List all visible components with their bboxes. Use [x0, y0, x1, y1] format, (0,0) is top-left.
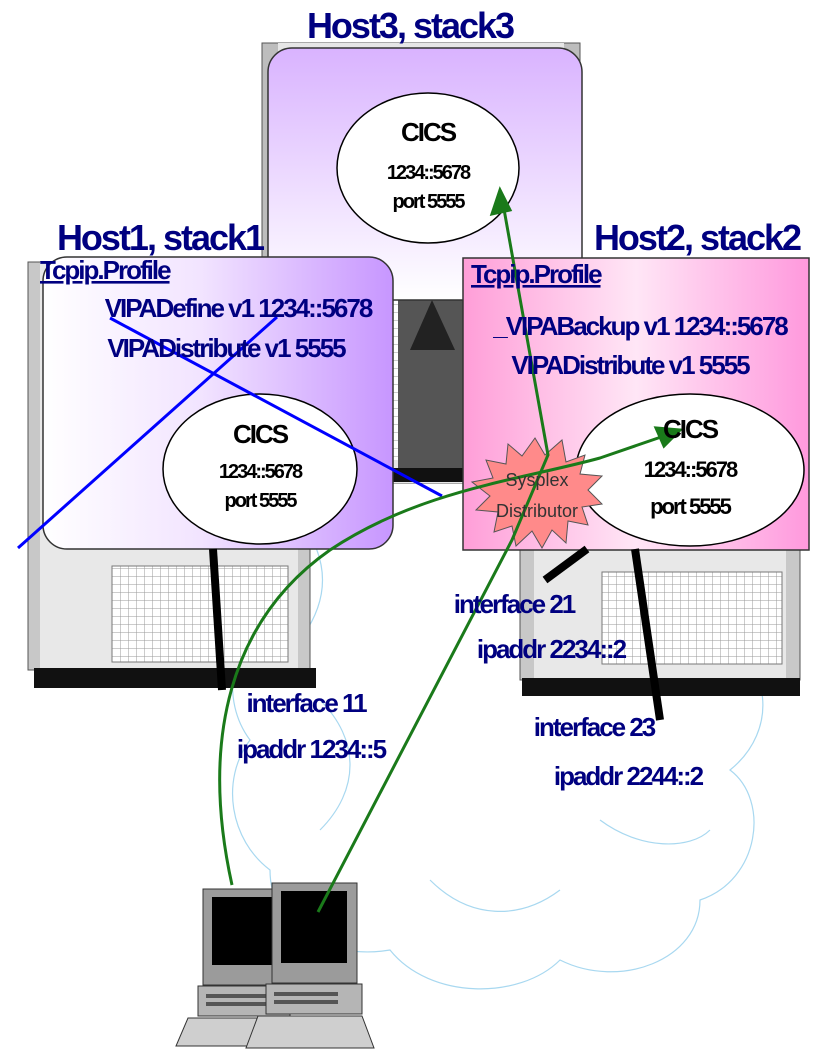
host3-title: Host3, stack3	[307, 5, 514, 46]
interface-11-name: interface 11	[246, 688, 367, 718]
host2-cics-port: port 5555	[650, 494, 732, 519]
host1-vipadistribute: VIPADistribute v1 5555	[107, 333, 346, 363]
host1-cics-port: port 5555	[225, 490, 298, 512]
host1-vipadefine: VIPADefine v1 1234::5678	[105, 293, 373, 323]
interface-23-name: interface 23	[534, 712, 656, 742]
workstation-icon	[176, 883, 374, 1048]
host1-cics-label: CICS	[233, 419, 289, 449]
host3-cics-port: port 5555	[393, 191, 466, 213]
interface-21-ip: ipaddr 2234::2	[477, 634, 627, 664]
host2-profile-heading: Tcpip.Profile	[471, 259, 602, 289]
interface-23-ip: ipaddr 2244::2	[554, 761, 704, 791]
host2-cics-addr: 1234::5678	[644, 457, 738, 482]
distributor-label-1: Sysplex	[505, 470, 568, 490]
distributor-label-2: Distributor	[496, 501, 578, 521]
host1-cics-addr: 1234::5678	[219, 461, 303, 483]
host1-profile-heading: Tcpip.Profile	[40, 255, 171, 285]
host2-vipadistribute: VIPADistribute v1 5555	[511, 350, 750, 380]
interface-21-name: interface 21	[454, 589, 576, 619]
host2-cics-label: CICS	[663, 414, 719, 444]
host3-cics-label: CICS	[401, 117, 457, 147]
host2-title: Host2, stack2	[594, 217, 801, 258]
host2-vipabackup: _VIPABackup v1 1234::5678	[492, 311, 788, 341]
host3-cics-addr: 1234::5678	[387, 162, 471, 184]
interface-11-ip: ipaddr 1234::5	[237, 734, 387, 764]
host1-title: Host1, stack1	[57, 217, 265, 258]
